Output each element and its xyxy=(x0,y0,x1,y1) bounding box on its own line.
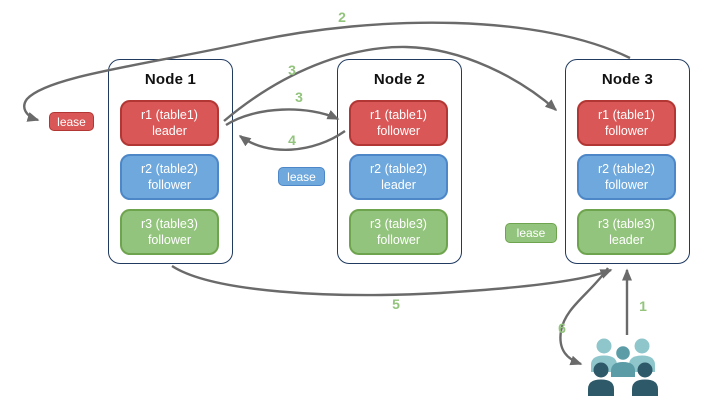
node-2-replica-r2: r2 (table2) leader xyxy=(349,154,448,200)
step-label-1: 1 xyxy=(639,298,647,314)
replica-range: r3 (table3) xyxy=(598,217,655,231)
arrow-step-5 xyxy=(171,264,613,297)
lease-badge-r1: lease xyxy=(49,112,94,131)
lease-badge-r3: lease xyxy=(505,223,557,243)
replica-range: r3 (table3) xyxy=(141,217,198,231)
replica-role: leader xyxy=(381,178,416,192)
users-group-icon xyxy=(588,338,658,396)
replica-role: follower xyxy=(376,124,421,138)
step-label-3a: 3 xyxy=(288,62,296,78)
node-1-replica-r2: r2 (table2) follower xyxy=(120,154,219,200)
replica-range: r2 (table2) xyxy=(141,162,198,176)
node-3-replica-r3: r3 (table3) leader xyxy=(577,209,676,255)
step-label-3b: 3 xyxy=(295,89,303,105)
node-1-title: Node 1 xyxy=(144,71,197,88)
replica-role: leader xyxy=(609,233,644,247)
node-1-replica-r1: r1 (table1) leader xyxy=(120,100,219,146)
replica-range: r1 (table1) xyxy=(141,108,198,122)
replica-role: follower xyxy=(147,233,192,247)
user-middle xyxy=(611,346,635,377)
node-3-title: Node 3 xyxy=(601,71,654,88)
replica-role: follower xyxy=(376,233,421,247)
lease-badge-r2: lease xyxy=(278,167,325,186)
step-label-5: 5 xyxy=(392,296,400,312)
node-3-replica-r2: r2 (table2) follower xyxy=(577,154,676,200)
replica-range: r2 (table2) xyxy=(370,162,427,176)
node-2: Node 2 r1 (table1) follower r2 (table2) … xyxy=(337,59,462,264)
replica-role: follower xyxy=(147,178,192,192)
node-1: Node 1 r1 (table1) leader r2 (table2) fo… xyxy=(108,59,233,264)
replica-role: follower xyxy=(604,124,649,138)
replica-role: follower xyxy=(604,178,649,192)
node-3: Node 3 r1 (table1) follower r2 (table2) … xyxy=(565,59,690,264)
node-3-replica-r1: r1 (table1) follower xyxy=(577,100,676,146)
node-2-replica-r3: r3 (table3) follower xyxy=(349,209,448,255)
replica-range: r1 (table1) xyxy=(598,108,655,122)
node-2-title: Node 2 xyxy=(373,71,426,88)
step-label-2: 2 xyxy=(338,9,346,25)
step-label-6: 6 xyxy=(558,320,566,336)
arrow-step-3-short xyxy=(225,108,340,127)
step-label-4: 4 xyxy=(288,132,296,148)
node-1-replica-r3: r3 (table3) follower xyxy=(120,209,219,255)
replica-range: r3 (table3) xyxy=(370,217,427,231)
replica-range: r2 (table2) xyxy=(598,162,655,176)
replica-role: leader xyxy=(152,124,187,138)
user-front-right xyxy=(632,362,658,396)
node-2-replica-r1: r1 (table1) follower xyxy=(349,100,448,146)
replica-range: r1 (table1) xyxy=(370,108,427,122)
user-front-left xyxy=(588,362,614,396)
